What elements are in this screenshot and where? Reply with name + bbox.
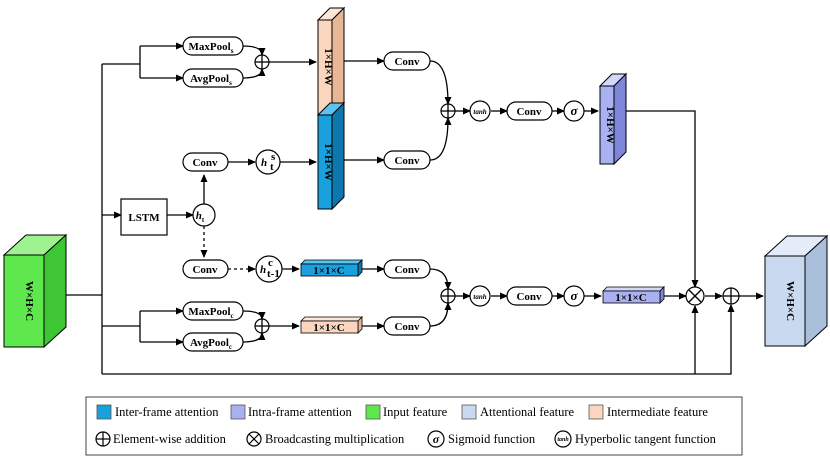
maxpool-node-top: MaxPools — [182, 36, 244, 56]
legend-frame — [85, 396, 743, 456]
legend-item-sigmoid: σ Sigmoid function — [427, 430, 536, 448]
spatial-attention-label: 1×H×W — [604, 106, 616, 144]
svg-text:h: h — [261, 157, 267, 169]
multiply-icon — [246, 431, 262, 447]
legend-item-attentional: Attentional feature — [461, 404, 575, 420]
legend-item-intra-frame: Intra-frame attention — [230, 404, 353, 420]
conv-node-lstm-channel: Conv — [182, 259, 229, 279]
add-icon — [95, 431, 111, 447]
output-feature-label: W×H×C — [784, 281, 796, 321]
output-feature-block: W×H×C — [763, 234, 829, 348]
svg-text:Input feature: Input feature — [383, 405, 448, 419]
conv-node-channel-out: Conv — [506, 286, 553, 306]
svg-text:1×1×C: 1×1×C — [313, 265, 345, 277]
svg-text:Conv: Conv — [516, 106, 542, 118]
legend-item-inter-frame: Inter-frame attention — [96, 404, 219, 420]
channel-inter-frame-bar: 1×1×C — [300, 259, 363, 277]
spatial-inter-frame-block: 1×H×W — [316, 101, 346, 211]
svg-text:c: c — [268, 257, 273, 269]
input-feature-label: W×H×C — [23, 281, 35, 321]
svg-text:tanh: tanh — [473, 108, 486, 116]
svg-text:Conv: Conv — [192, 264, 218, 276]
svg-text:Hyperbolic tangent function: Hyperbolic tangent function — [575, 432, 717, 446]
input-feature-block: W×H×C — [2, 233, 68, 349]
legend-item-input: Input feature — [365, 404, 448, 420]
legend-row-colors: Inter-frame attention Intra-frame attent… — [96, 404, 708, 420]
add-node-spatial — [440, 103, 456, 119]
svg-text:Conv: Conv — [516, 291, 542, 303]
maxpool-node-bottom: MaxPoolc — [182, 301, 244, 321]
multiply-node — [685, 286, 705, 306]
svg-text:AvgPoolc: AvgPoolc — [190, 337, 232, 351]
spatial-intermediate-block: 1×H×W — [316, 6, 346, 116]
channel-intermediate-bar: 1×1×C — [300, 316, 363, 334]
legend-item-multiplication: Broadcasting multiplication — [246, 431, 405, 447]
svg-text:Conv: Conv — [192, 157, 218, 169]
svg-text:Conv: Conv — [394, 264, 420, 276]
svg-text:Inter-frame attention: Inter-frame attention — [115, 405, 219, 419]
conv-node-channel-1: Conv — [383, 259, 431, 279]
svg-text:tanh: tanh — [557, 437, 569, 443]
svg-text:t-1: t-1 — [267, 268, 280, 280]
svg-text:σ: σ — [570, 288, 578, 303]
add-node-top-pool — [254, 54, 270, 70]
svg-text:Intra-frame attention: Intra-frame attention — [248, 405, 353, 419]
svg-text:1×1×C: 1×1×C — [313, 322, 345, 334]
svg-text:ht: ht — [196, 210, 205, 224]
spatial-attention-block: 1×H×W — [598, 72, 628, 166]
add-node-residual — [722, 287, 740, 305]
tanh-node-spatial: tanh — [469, 100, 491, 122]
svg-text:Conv: Conv — [394, 321, 420, 333]
svg-text:h: h — [260, 264, 266, 276]
svg-text:AvgPools: AvgPools — [190, 73, 232, 87]
svg-text:s: s — [271, 151, 276, 163]
svg-text:1×1×C: 1×1×C — [615, 292, 647, 304]
sigmoid-node-channel: σ — [563, 285, 585, 307]
sigmoid-node-spatial: σ — [563, 100, 585, 122]
conv-node-spatial-1: Conv — [383, 51, 431, 71]
add-node-channel — [440, 288, 456, 304]
conv-node-lstm-spatial: Conv — [182, 152, 229, 172]
svg-text:tanh: tanh — [473, 293, 486, 301]
spatial-inter-frame-label: 1×H×W — [322, 143, 334, 181]
tanh-node-channel: tanh — [469, 285, 491, 307]
svg-text:MaxPoolc: MaxPoolc — [188, 306, 233, 320]
spatial-intermediate-label: 1×H×W — [322, 48, 334, 86]
channel-attention-bar: 1×1×C — [602, 286, 665, 304]
conv-node-spatial-2: Conv — [383, 150, 431, 170]
sigmoid-icon: σ — [427, 430, 445, 448]
tanh-icon: tanh — [554, 430, 572, 448]
legend-item-intermediate: Intermediate feature — [588, 404, 708, 420]
hidden-state-htc: h c t-1 — [255, 255, 283, 283]
svg-text:Conv: Conv — [394, 56, 420, 68]
legend-row-symbols: Element-wise addition Broadcasting multi… — [95, 430, 717, 448]
svg-text:Attentional feature: Attentional feature — [480, 405, 575, 419]
svg-text:σ: σ — [570, 103, 578, 118]
svg-text:MaxPools: MaxPools — [189, 41, 234, 55]
avgpool-node-top: AvgPools — [182, 68, 244, 88]
legend: Inter-frame attention Intra-frame attent… — [85, 396, 743, 456]
svg-text:LSTM: LSTM — [128, 212, 160, 224]
svg-text:σ: σ — [433, 432, 440, 446]
svg-text:Element-wise addition: Element-wise addition — [113, 432, 227, 446]
hidden-state-hts: h s t — [255, 149, 281, 175]
svg-text:Conv: Conv — [394, 155, 420, 167]
lstm-box: LSTM — [120, 198, 168, 236]
hidden-state-ht: ht — [192, 203, 216, 227]
conv-node-channel-2: Conv — [383, 316, 431, 336]
avgpool-node-bottom: AvgPoolc — [182, 332, 244, 352]
svg-text:Intermediate feature: Intermediate feature — [607, 405, 708, 419]
conv-node-spatial-out: Conv — [506, 101, 553, 121]
svg-text:Sigmoid function: Sigmoid function — [448, 432, 536, 446]
svg-text:t: t — [270, 161, 274, 173]
svg-text:Broadcasting multiplication: Broadcasting multiplication — [265, 432, 405, 446]
connections — [66, 42, 764, 375]
add-node-bottom-pool — [254, 318, 270, 334]
legend-item-addition: Element-wise addition — [95, 431, 227, 447]
legend-item-tanh: tanh Hyperbolic tangent function — [554, 430, 717, 448]
